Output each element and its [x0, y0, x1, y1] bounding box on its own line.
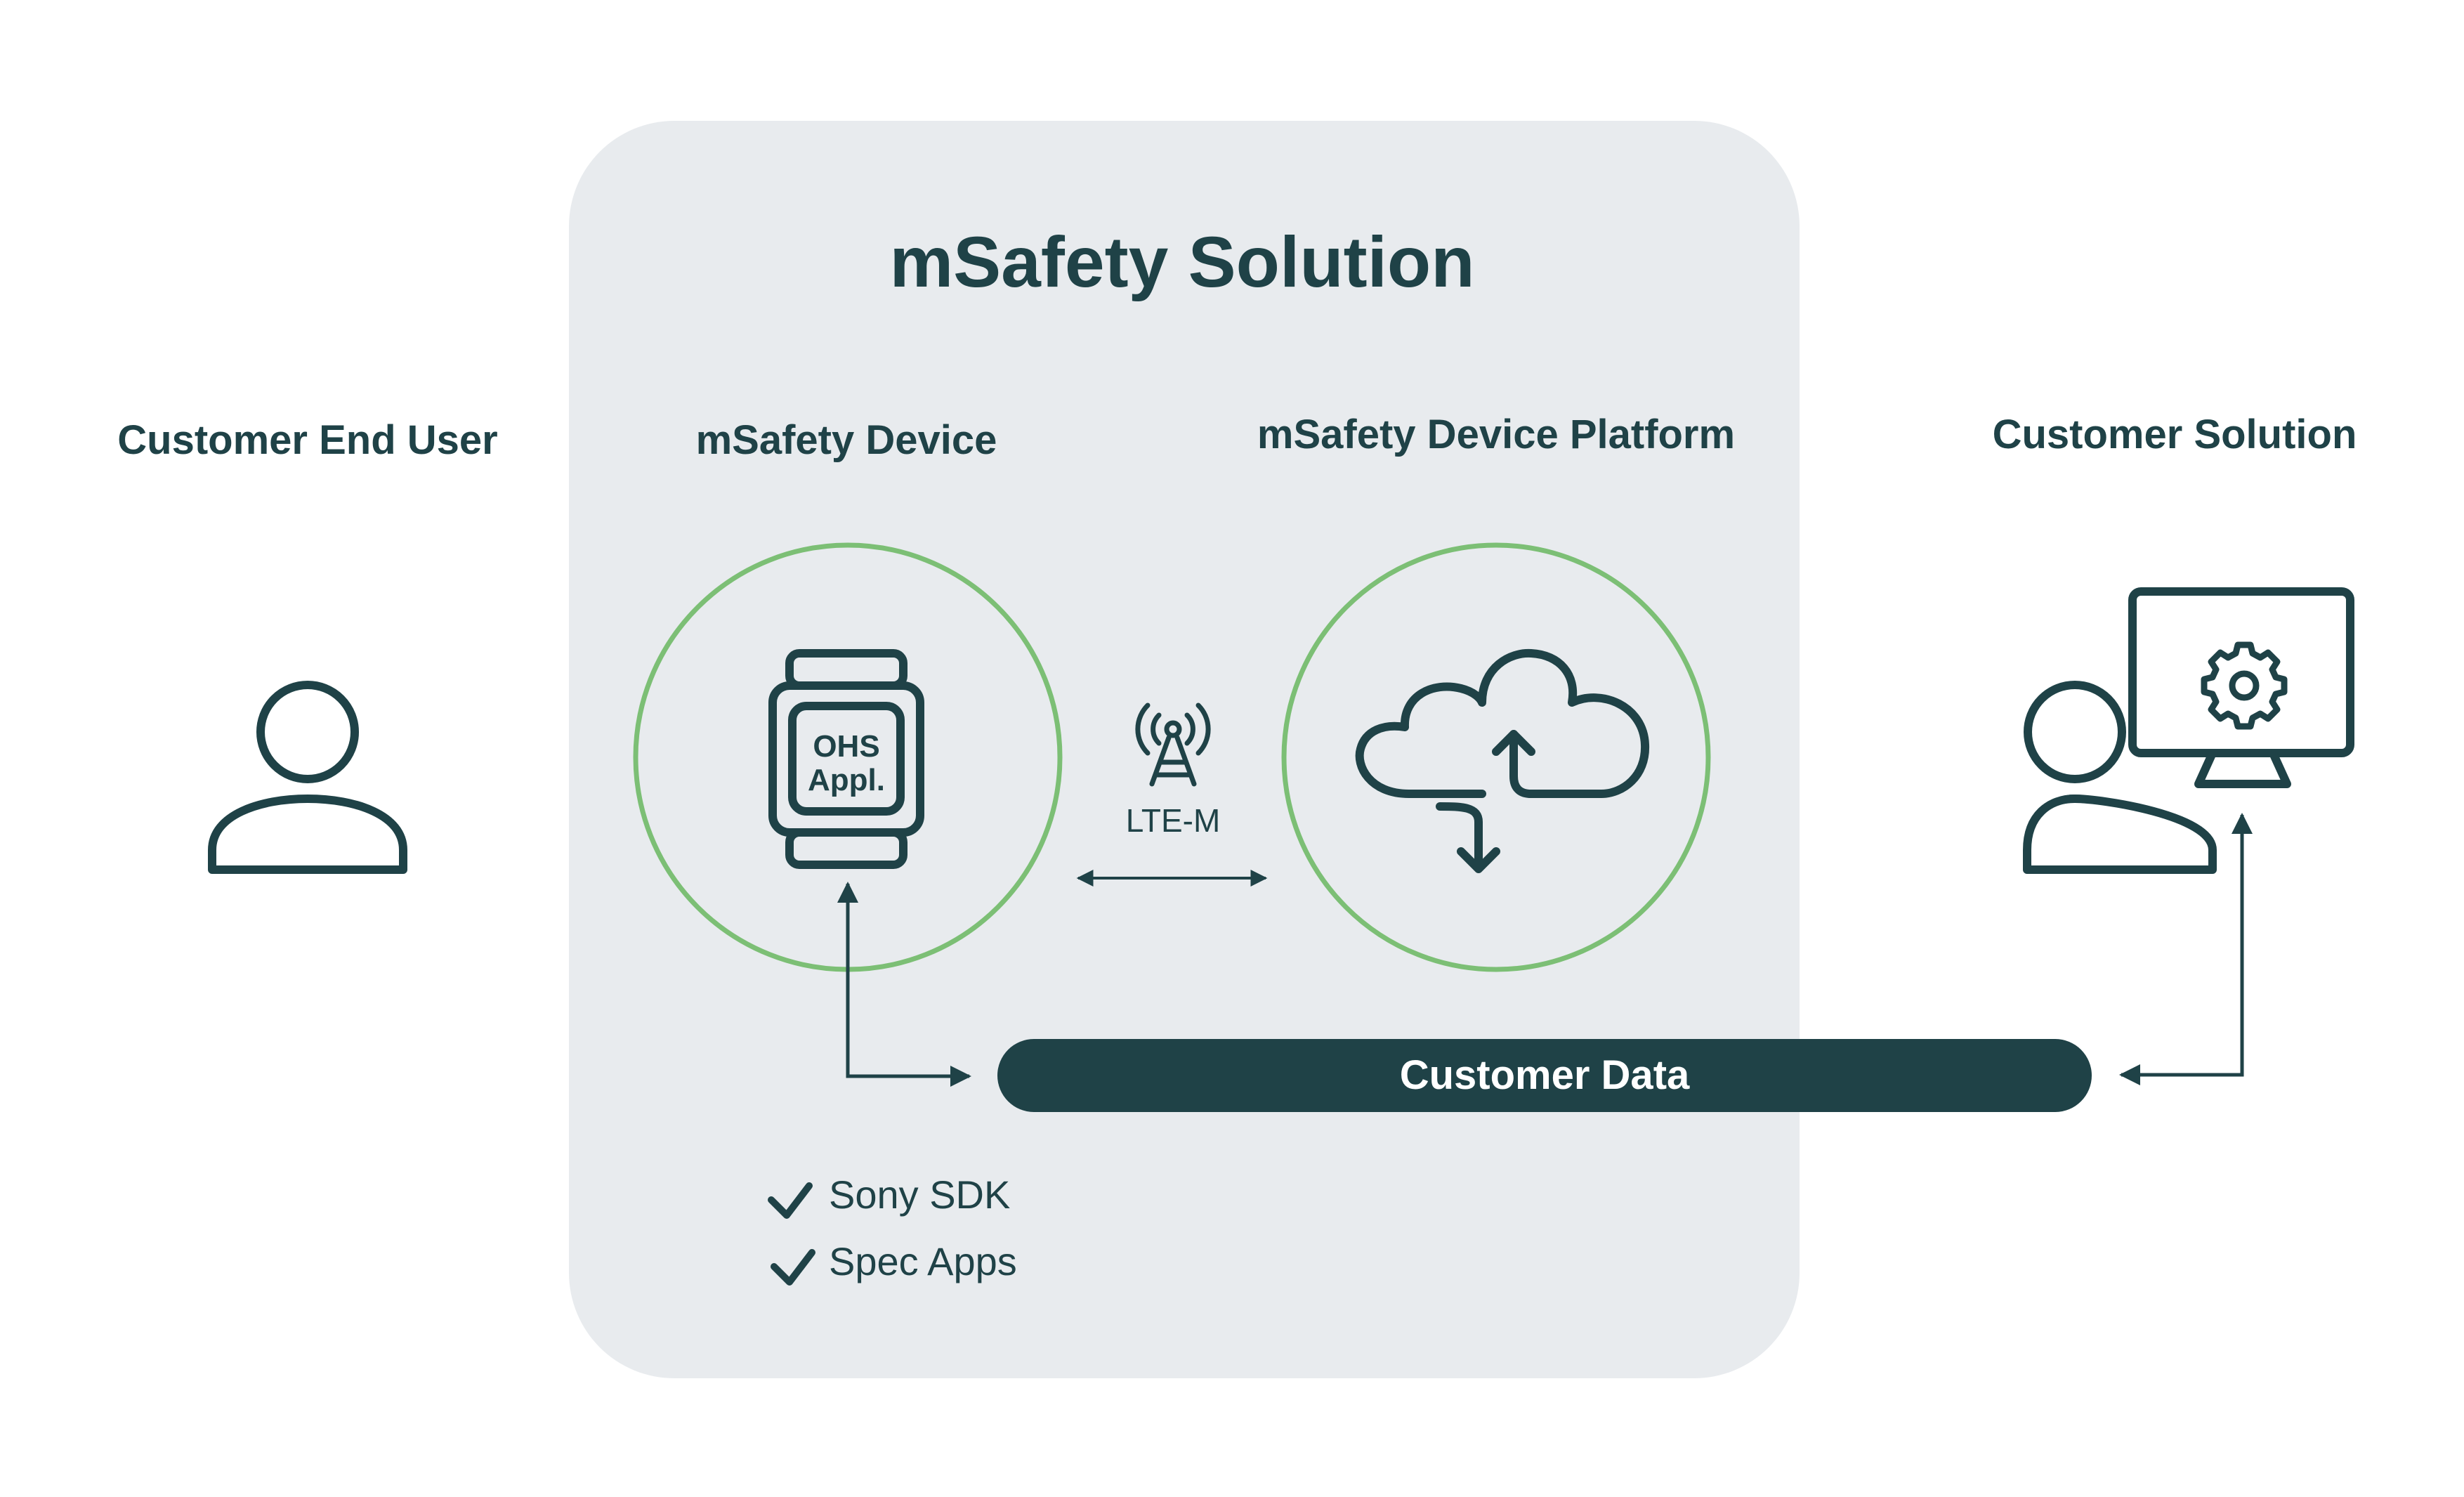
heading-msafety-device: mSafety Device [696, 417, 997, 463]
feature-item: Sony SDK [829, 1172, 1010, 1217]
solution-data-arrow [2119, 813, 2253, 1085]
check-icon [771, 1249, 815, 1286]
device-screen-line1: OHS [813, 729, 879, 764]
feature-item: Spec Apps [829, 1239, 1017, 1283]
heading-customer-end-user: Customer End User [117, 417, 497, 463]
heading-msafety-device-platform: mSafety Device Platform [1257, 412, 1735, 457]
check-icon [768, 1182, 813, 1219]
device-screen-line2: Appl. [808, 763, 885, 797]
solution-panel [569, 121, 1800, 1378]
customer-data-bar [997, 1039, 2092, 1112]
customer-data-label: Customer Data [1400, 1052, 1690, 1098]
user-icon [208, 681, 407, 874]
solution-title: mSafety Solution [889, 222, 1474, 302]
network-label: LTE-M [1126, 802, 1221, 839]
gear-icon [2201, 641, 2288, 730]
monitor-icon [2128, 587, 2354, 788]
feature-list: Sony SDK Spec Apps [768, 1172, 1017, 1286]
user-admin-icon [2023, 681, 2217, 874]
cell-tower-icon [1135, 702, 1211, 787]
platform-circle [1281, 542, 1711, 972]
cloud-sync-icon [1355, 648, 1650, 873]
smartwatch-icon [768, 649, 924, 869]
heading-customer-solution: Customer Solution [1993, 412, 2357, 457]
device-data-arrow [837, 882, 971, 1087]
